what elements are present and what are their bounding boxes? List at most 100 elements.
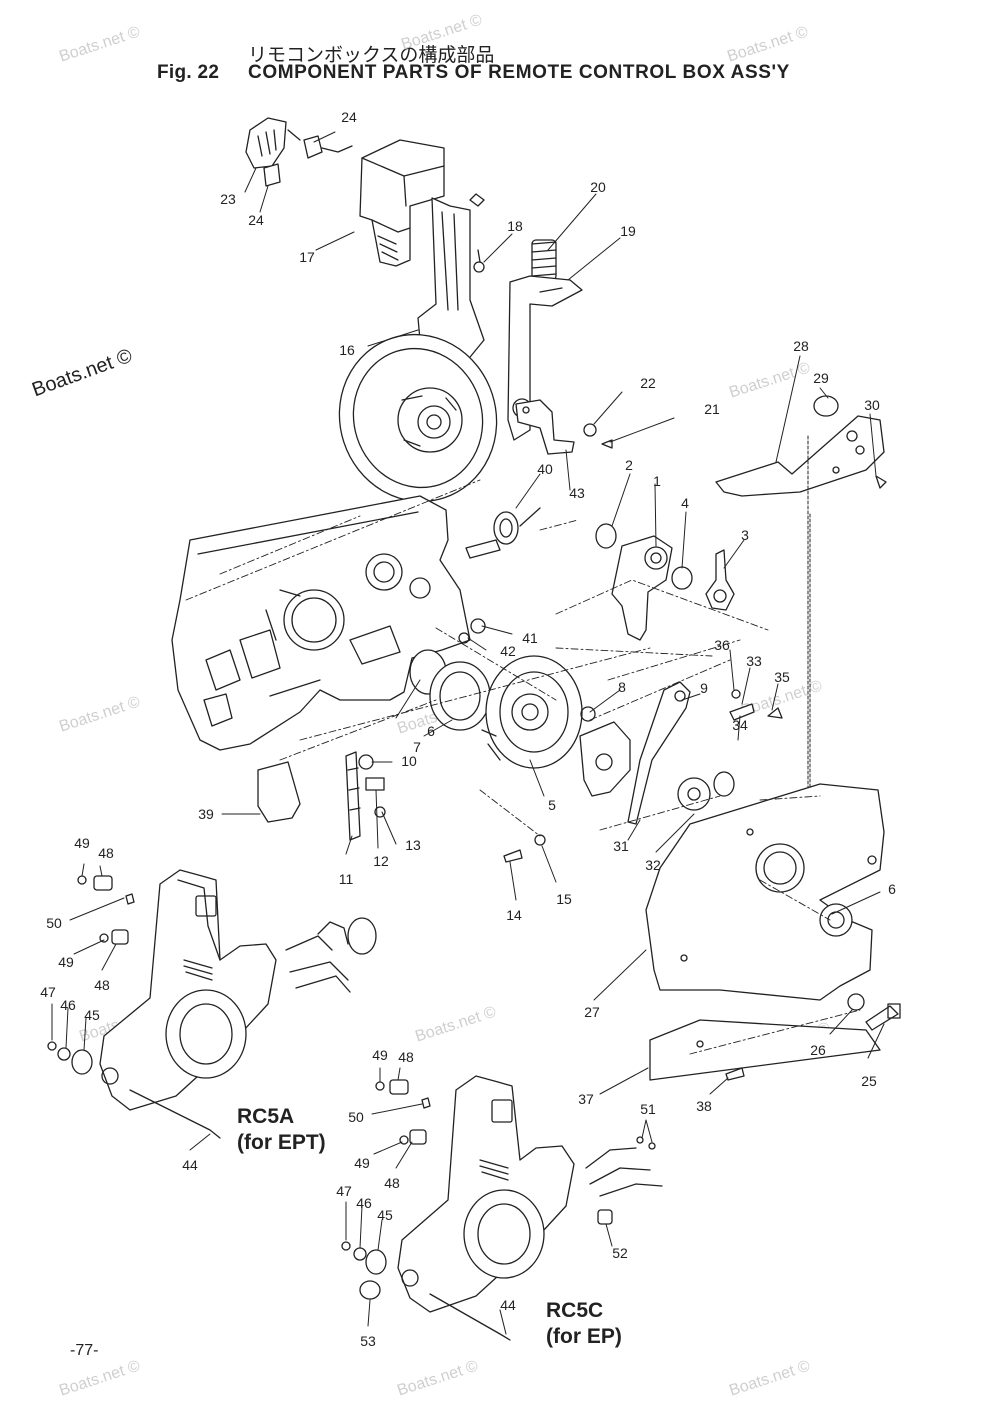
plate-12 bbox=[365, 777, 385, 791]
bolt-25 bbox=[865, 1003, 901, 1031]
part-number-45: 45 bbox=[377, 1207, 393, 1223]
part-number-13: 13 bbox=[405, 837, 421, 853]
screw-13 bbox=[374, 806, 386, 818]
screw-14 bbox=[503, 849, 523, 863]
part-number-24: 24 bbox=[341, 109, 357, 125]
ball-10 bbox=[358, 754, 374, 770]
screw-18 bbox=[473, 249, 485, 273]
side-cover-27 bbox=[645, 783, 885, 1001]
part-number-21: 21 bbox=[704, 401, 720, 417]
clip-49 bbox=[399, 1135, 409, 1145]
part-number-40: 40 bbox=[537, 461, 553, 477]
plate-43 bbox=[515, 399, 575, 455]
clip-49 bbox=[99, 933, 109, 943]
part-number-37: 37 bbox=[578, 1091, 594, 1107]
part-number-45: 45 bbox=[84, 1007, 100, 1023]
spring-20 bbox=[531, 239, 557, 281]
part-number-50: 50 bbox=[46, 915, 62, 931]
figure-title: COMPONENT PARTS OF REMOTE CONTROL BOX AS… bbox=[248, 62, 790, 83]
part-number-41: 41 bbox=[522, 630, 538, 646]
nut-15 bbox=[534, 834, 546, 846]
part-number-6: 6 bbox=[888, 881, 896, 897]
japanese-title: リモコンボックスの構成部品 bbox=[248, 44, 495, 66]
model-rc5a-note: (for EPT) bbox=[237, 1131, 326, 1154]
model-rc5c: RC5C (for EP) bbox=[546, 1298, 622, 1350]
part-number-36: 36 bbox=[714, 637, 730, 653]
remote-box-rc5c bbox=[397, 1075, 663, 1341]
ring-2 bbox=[595, 523, 617, 549]
joint-48 bbox=[389, 1079, 409, 1095]
part-number-10: 10 bbox=[401, 753, 417, 769]
detent-lever-3 bbox=[705, 549, 735, 611]
joint-48 bbox=[409, 1129, 427, 1145]
part-number-46: 46 bbox=[60, 997, 76, 1013]
model-rc5c-note: (for EP) bbox=[546, 1325, 622, 1348]
part-number-29: 29 bbox=[813, 370, 829, 386]
model-rc5a-name: RC5A bbox=[237, 1105, 295, 1128]
part-number-43: 43 bbox=[569, 485, 585, 501]
shaft-40 bbox=[465, 507, 541, 559]
part-number-6: 6 bbox=[427, 723, 435, 739]
part-number-44: 44 bbox=[500, 1297, 516, 1313]
washer-41 bbox=[470, 618, 486, 634]
nut-42 bbox=[458, 632, 470, 644]
part-number-48: 48 bbox=[94, 977, 110, 993]
part-number-52: 52 bbox=[612, 1245, 628, 1261]
part-number-20: 20 bbox=[590, 179, 606, 195]
part-number-14: 14 bbox=[506, 907, 522, 923]
handle-grip-17 bbox=[359, 139, 445, 267]
part-number-2: 2 bbox=[625, 457, 633, 473]
page-number: -77- bbox=[70, 1342, 99, 1359]
bushing-29 bbox=[813, 395, 839, 417]
spring-33-35 bbox=[729, 689, 783, 721]
part-number-51: 51 bbox=[640, 1101, 656, 1117]
washer-46 bbox=[57, 1047, 71, 1061]
washer-26 bbox=[847, 993, 865, 1011]
cam-1 bbox=[611, 535, 673, 641]
remote-box-rc5a bbox=[99, 869, 377, 1139]
gear-31 bbox=[677, 771, 735, 811]
screw-32 bbox=[875, 475, 887, 489]
plate-9 bbox=[579, 681, 691, 825]
part-number-28: 28 bbox=[793, 338, 809, 354]
plate-37 bbox=[649, 1019, 881, 1081]
model-rc5a: RC5A (for EPT) bbox=[237, 1104, 326, 1156]
bushing-45 bbox=[71, 1049, 93, 1075]
plug-52 bbox=[597, 1209, 613, 1225]
part-number-48: 48 bbox=[398, 1049, 414, 1065]
part-number-18: 18 bbox=[507, 218, 523, 234]
clip-49 bbox=[77, 875, 87, 885]
part-number-35: 35 bbox=[774, 669, 790, 685]
part-number-32: 32 bbox=[645, 857, 661, 873]
part-number-38: 38 bbox=[696, 1098, 712, 1114]
nut-47 bbox=[47, 1041, 57, 1051]
nut-47 bbox=[341, 1241, 351, 1251]
part-number-4: 4 bbox=[681, 495, 689, 511]
part-number-11: 11 bbox=[339, 871, 354, 887]
part-number-17: 17 bbox=[299, 249, 315, 265]
part-number-48: 48 bbox=[384, 1175, 400, 1191]
part-number-49: 49 bbox=[354, 1155, 370, 1171]
nut-50 bbox=[421, 1097, 431, 1109]
part-number-42: 42 bbox=[500, 643, 516, 659]
part-number-30: 30 bbox=[864, 397, 880, 413]
control-arm-16 bbox=[338, 193, 498, 503]
pin-8 bbox=[580, 706, 596, 722]
part-number-44: 44 bbox=[182, 1157, 198, 1173]
part-number-15: 15 bbox=[556, 891, 572, 907]
model-rc5c-name: RC5C bbox=[546, 1299, 604, 1322]
part-number-7: 7 bbox=[413, 739, 421, 755]
throttle-lever-28 bbox=[715, 415, 885, 497]
washer-46 bbox=[353, 1247, 367, 1261]
cap-53 bbox=[359, 1280, 381, 1300]
part-number-46: 46 bbox=[356, 1195, 372, 1211]
part-number-33: 33 bbox=[746, 653, 762, 669]
housing-main bbox=[171, 495, 471, 751]
joint-48 bbox=[111, 929, 129, 945]
screw-21 bbox=[601, 439, 613, 449]
joint-48 bbox=[93, 875, 113, 891]
part-number-9: 9 bbox=[700, 680, 708, 696]
part-number-49: 49 bbox=[58, 954, 74, 970]
part-number-26: 26 bbox=[810, 1042, 826, 1058]
